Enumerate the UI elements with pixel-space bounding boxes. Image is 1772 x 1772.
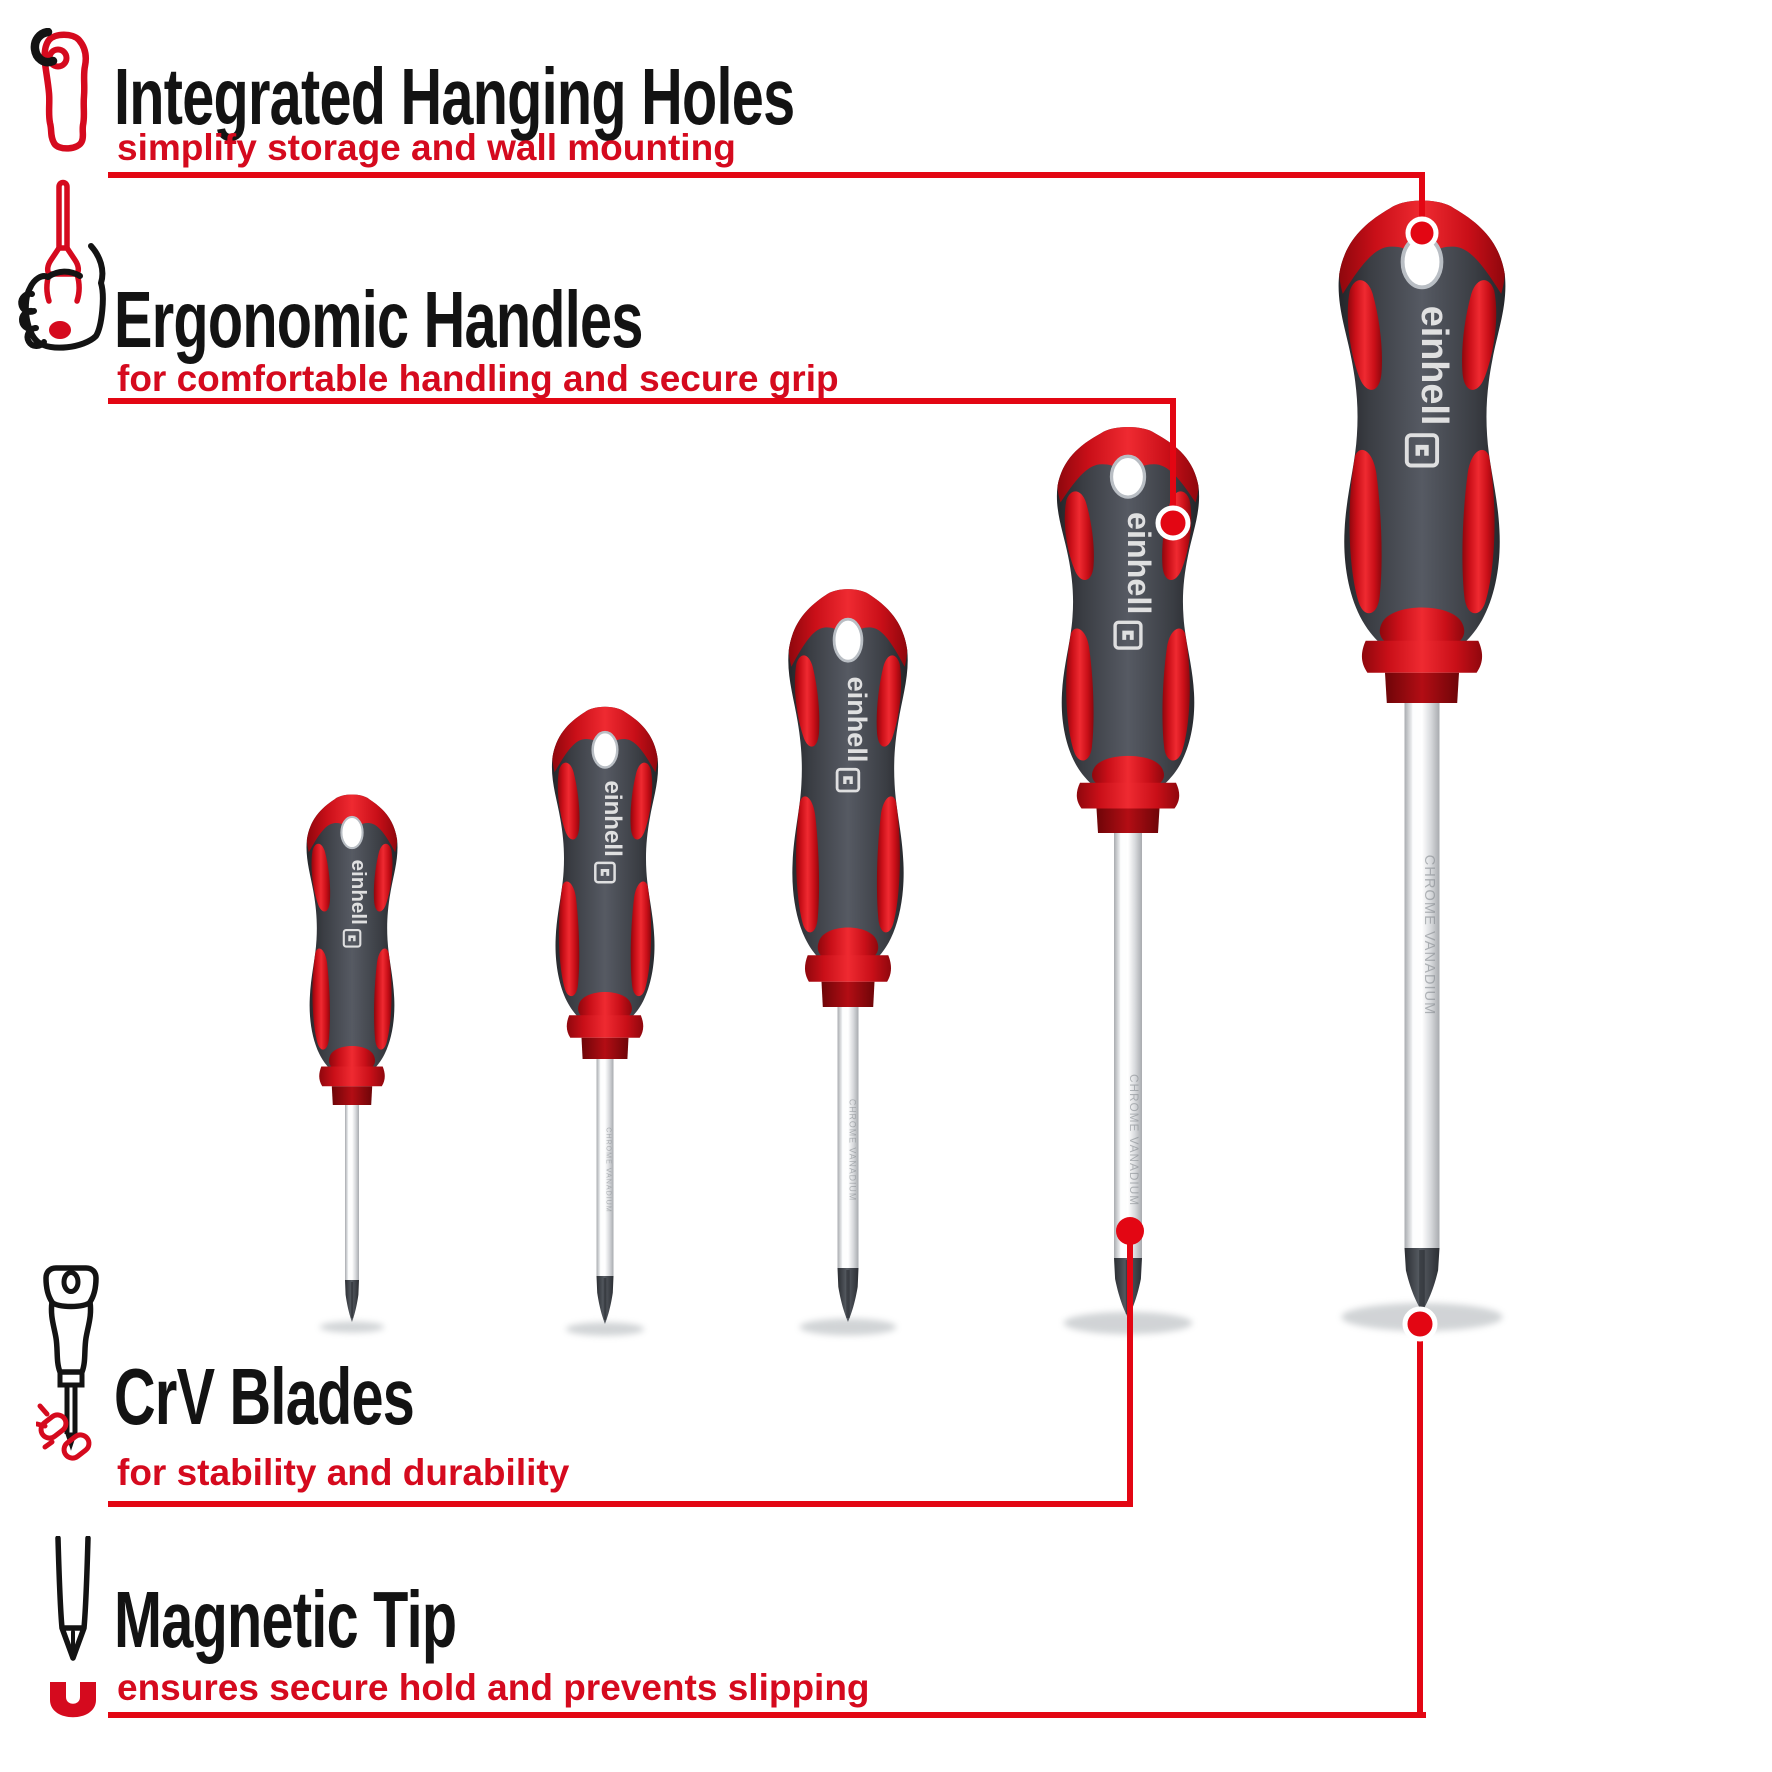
callout-underline (108, 398, 1176, 404)
handle-wing (630, 762, 653, 840)
shaft-marking: CHROME VANADIUM (848, 1099, 858, 1201)
feature-subtitle-ergonomic-handles: for comfortable handling and secure grip (117, 358, 839, 399)
callout-magnetic-tip (108, 1306, 1438, 1718)
handle-wing (876, 655, 902, 747)
ferrule-cylinder (821, 981, 875, 1007)
handle-wing (557, 762, 580, 840)
callout-drop-line (1170, 398, 1176, 513)
feature-subtitle-hanging-holes: simplify storage and wall mounting (117, 127, 736, 168)
handle-wing (876, 796, 900, 933)
handle-dome (328, 1045, 376, 1073)
handle-wing (312, 948, 330, 1050)
handle-wing (1347, 280, 1382, 390)
screwdriver-5: CHROME VANADIUM einhell (1338, 200, 1506, 1331)
handle-wing (558, 881, 580, 997)
ferrule-skirt (319, 1066, 385, 1087)
handle-wing (1462, 449, 1495, 614)
feature-title-crv-blades: CrV Blades (114, 1352, 415, 1441)
callout-underline (108, 1501, 1133, 1507)
screwdriver-2: CHROME VANADIUM einhell (551, 706, 659, 1336)
feature-title-ergonomic-handles: Ergonomic Handles (114, 275, 643, 364)
shaft-marking: CHROME VANADIUM (604, 1127, 612, 1212)
ferrule-cylinder (331, 1086, 373, 1105)
callout-dot (1405, 216, 1439, 250)
screwdriver-1: einhell (306, 794, 398, 1333)
handle-logo-text: einhell (347, 860, 370, 925)
shaft-highlight (1120, 833, 1126, 1258)
feature-title-hanging-holes: Integrated Hanging Holes (114, 52, 795, 141)
tip-shadow (799, 1318, 897, 1336)
callout-dot (1402, 1306, 1438, 1342)
feature-subtitle-crv-blades: for stability and durability (117, 1452, 570, 1493)
screwdriver-3: CHROME VANADIUM einhell (788, 589, 908, 1336)
handle-wing (1462, 280, 1497, 390)
hanging-hole (1109, 454, 1147, 499)
handle-wing (311, 843, 331, 912)
handle-logo-mark (1113, 620, 1143, 650)
handle-logo-mark (342, 929, 362, 948)
callout-drop-line (1419, 172, 1425, 225)
ferrule-skirt (1361, 640, 1483, 673)
callout-underline (108, 172, 1425, 178)
shaft (1114, 833, 1142, 1258)
handle-dome (1379, 607, 1465, 651)
ferrule-skirt (566, 1015, 644, 1038)
handle-wing (1162, 628, 1190, 761)
feature-subtitle-magnetic-tip: ensures secure hold and prevents slippin… (117, 1667, 870, 1708)
ferrule-cylinder (1385, 672, 1459, 703)
handle-logo-mark (835, 767, 861, 793)
shaft-highlight (600, 1059, 604, 1276)
handle-logo-mark (1404, 433, 1440, 468)
handle-logo-text: einhell (1413, 306, 1455, 426)
ferrule-cylinder (1096, 808, 1160, 833)
hanging-hole (591, 730, 619, 769)
callout-crv-blades (108, 1217, 1144, 1507)
handle-logo-text: einhell (842, 677, 873, 763)
hanging-hole (340, 815, 364, 850)
tip-shadow (319, 1321, 385, 1333)
handle-wing (796, 796, 820, 933)
handle-wing (1066, 628, 1094, 761)
chain-link-icon (36, 1265, 99, 1461)
hanging-hole (832, 617, 864, 663)
ferrule-cylinder (581, 1037, 629, 1059)
shaft-highlight (842, 1007, 846, 1268)
handle-dome (578, 992, 632, 1023)
callout-drop-line (1417, 1334, 1423, 1718)
handle-dome (817, 927, 879, 964)
handle-wing (1064, 491, 1094, 581)
callout-ergonomic-handles (108, 398, 1191, 541)
callout-drop-line (1127, 1240, 1133, 1507)
screwdriver-4: CHROME VANADIUM einhell (1056, 427, 1200, 1335)
handle-wing (794, 655, 820, 747)
callout-dot (1155, 505, 1191, 541)
handle-wing (1349, 449, 1382, 614)
tip-shadow (565, 1322, 645, 1336)
shaft-marking: CHROME VANADIUM (1127, 1074, 1141, 1206)
shaft-highlight (348, 1105, 351, 1280)
shaft-marking: CHROME VANADIUM (1421, 855, 1437, 1016)
ferrule-skirt (1076, 782, 1180, 809)
handle-logo-text: einhell (599, 781, 626, 857)
callout-underline (108, 1712, 1426, 1718)
hand-grip-icon (18, 179, 106, 351)
hanging-hole-icon (30, 28, 89, 152)
handle-wing (373, 843, 393, 912)
feature-title-magnetic-tip: Magnetic Tip (114, 1575, 457, 1664)
handle-logo-text: einhell (1121, 512, 1157, 614)
handle-dome (1091, 755, 1165, 791)
shaft-highlight (1412, 703, 1419, 1248)
shaft (345, 1105, 359, 1280)
ferrule-skirt (804, 955, 892, 982)
handle-logo-mark (594, 861, 616, 884)
magnet-icon (50, 1536, 96, 1718)
handle-wing (630, 881, 652, 997)
handle-wing (374, 948, 392, 1050)
shaft (1404, 703, 1440, 1248)
callout-dot (1116, 1217, 1144, 1245)
callout-hanging-holes (108, 172, 1439, 250)
